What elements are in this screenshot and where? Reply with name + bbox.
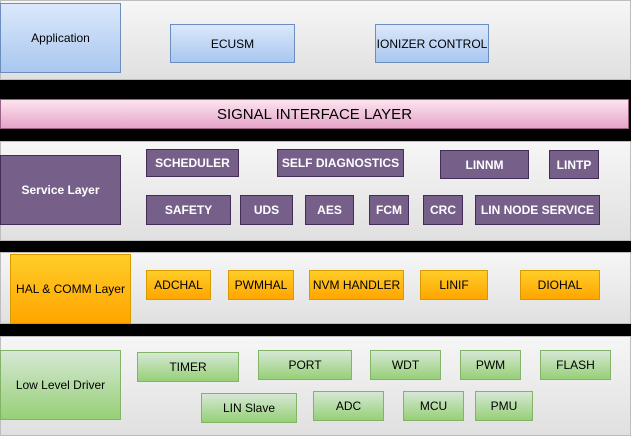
lin-slave-box: LIN Slave — [201, 393, 297, 423]
timer-box: TIMER — [137, 352, 239, 382]
crc-box: CRC — [423, 195, 463, 225]
safety-box: SAFETY — [146, 195, 231, 225]
pwm-box: PWM — [460, 350, 521, 380]
diohal-box: DIOHAL — [520, 270, 600, 300]
low-level-driver-label: Low Level Driver — [0, 350, 121, 420]
hal-comm-layer-label: HAL & COMM Layer — [10, 254, 131, 324]
pwmhal-box: PWMHAL — [228, 270, 294, 300]
ecusm-box: ECUSM — [170, 24, 295, 63]
aes-box: AES — [305, 195, 354, 225]
nvm-handler-box: NVM HANDLER — [309, 270, 404, 300]
adchal-box: ADCHAL — [146, 270, 211, 300]
wdt-box: WDT — [370, 350, 441, 380]
scheduler-box: SCHEDULER — [146, 149, 239, 177]
mcu-box: MCU — [403, 391, 464, 421]
application-layer-label: Application — [0, 3, 121, 73]
pmu-box: PMU — [475, 391, 533, 421]
linif-box: LINIF — [420, 270, 488, 300]
linnm-box: LINNM — [440, 150, 529, 179]
uds-box: UDS — [240, 195, 293, 225]
ionizer-control-box: IONIZER CONTROL — [375, 24, 489, 63]
self-diagnostics-box: SELF DIAGNOSTICS — [277, 149, 404, 177]
lintp-box: LINTP — [549, 150, 599, 179]
port-box: PORT — [258, 350, 352, 380]
adc-box: ADC — [313, 391, 384, 421]
fcm-box: FCM — [369, 195, 409, 225]
lin-node-service-box: LIN NODE SERVICE — [475, 195, 600, 225]
service-layer-label: Service Layer — [0, 155, 121, 225]
flash-box: FLASH — [540, 350, 611, 380]
signal-interface-layer: SIGNAL INTERFACE LAYER — [0, 99, 629, 129]
